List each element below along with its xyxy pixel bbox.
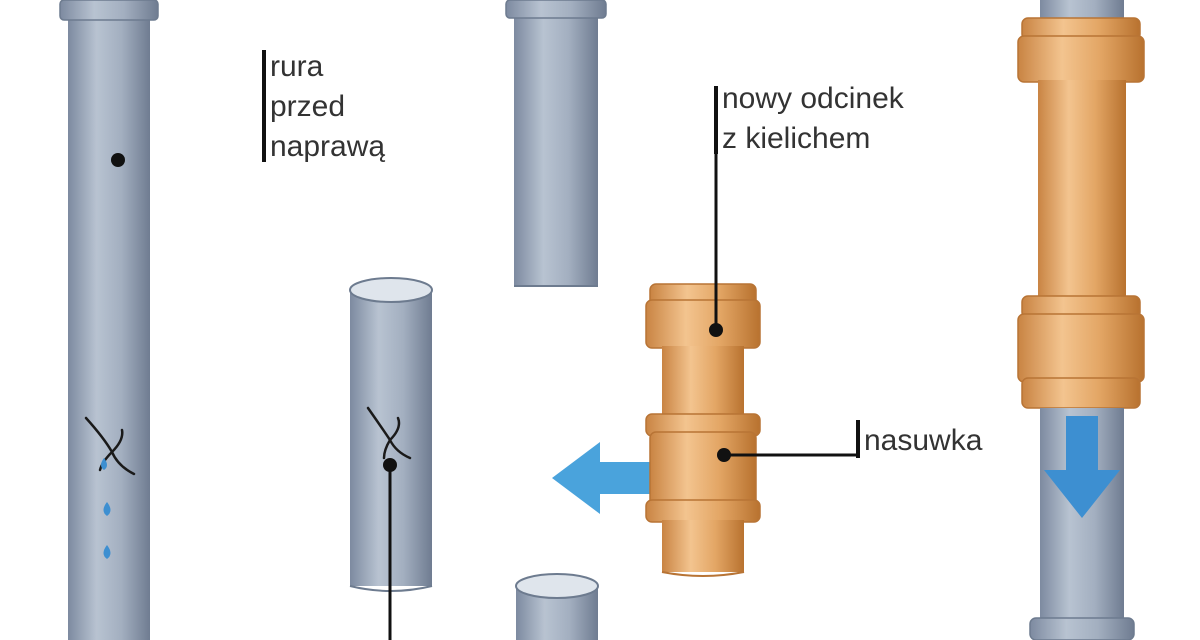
lower-pipe-stub: [515, 573, 599, 640]
damaged-pipe: [59, 0, 159, 640]
label-pipe-before-repair: rura przed naprawą: [262, 50, 385, 163]
removed-damaged-section: [349, 277, 433, 640]
label-slip-coupling: nasuwka: [724, 420, 983, 458]
label-line-1: rura: [270, 50, 324, 83]
label-marker-dot: [111, 153, 125, 167]
crack-icon: [366, 406, 412, 460]
upper-pipe-stub: [505, 0, 607, 287]
label-new-section: nowy odcinek z kielichem: [714, 82, 905, 330]
label-line-3: naprawą: [270, 130, 385, 163]
repaired-pipe: [1017, 0, 1145, 640]
label-line-2: przed: [270, 90, 345, 123]
label-line-1: nowy odcinek: [722, 82, 905, 115]
label-line-2: z kielichem: [722, 122, 870, 155]
arrow-left-icon: [552, 442, 650, 514]
arrow-down-icon: [1044, 416, 1120, 518]
label-text: nasuwka: [864, 424, 983, 457]
water-drops-icon: [101, 458, 111, 559]
new-section-with-socket: [645, 283, 761, 577]
